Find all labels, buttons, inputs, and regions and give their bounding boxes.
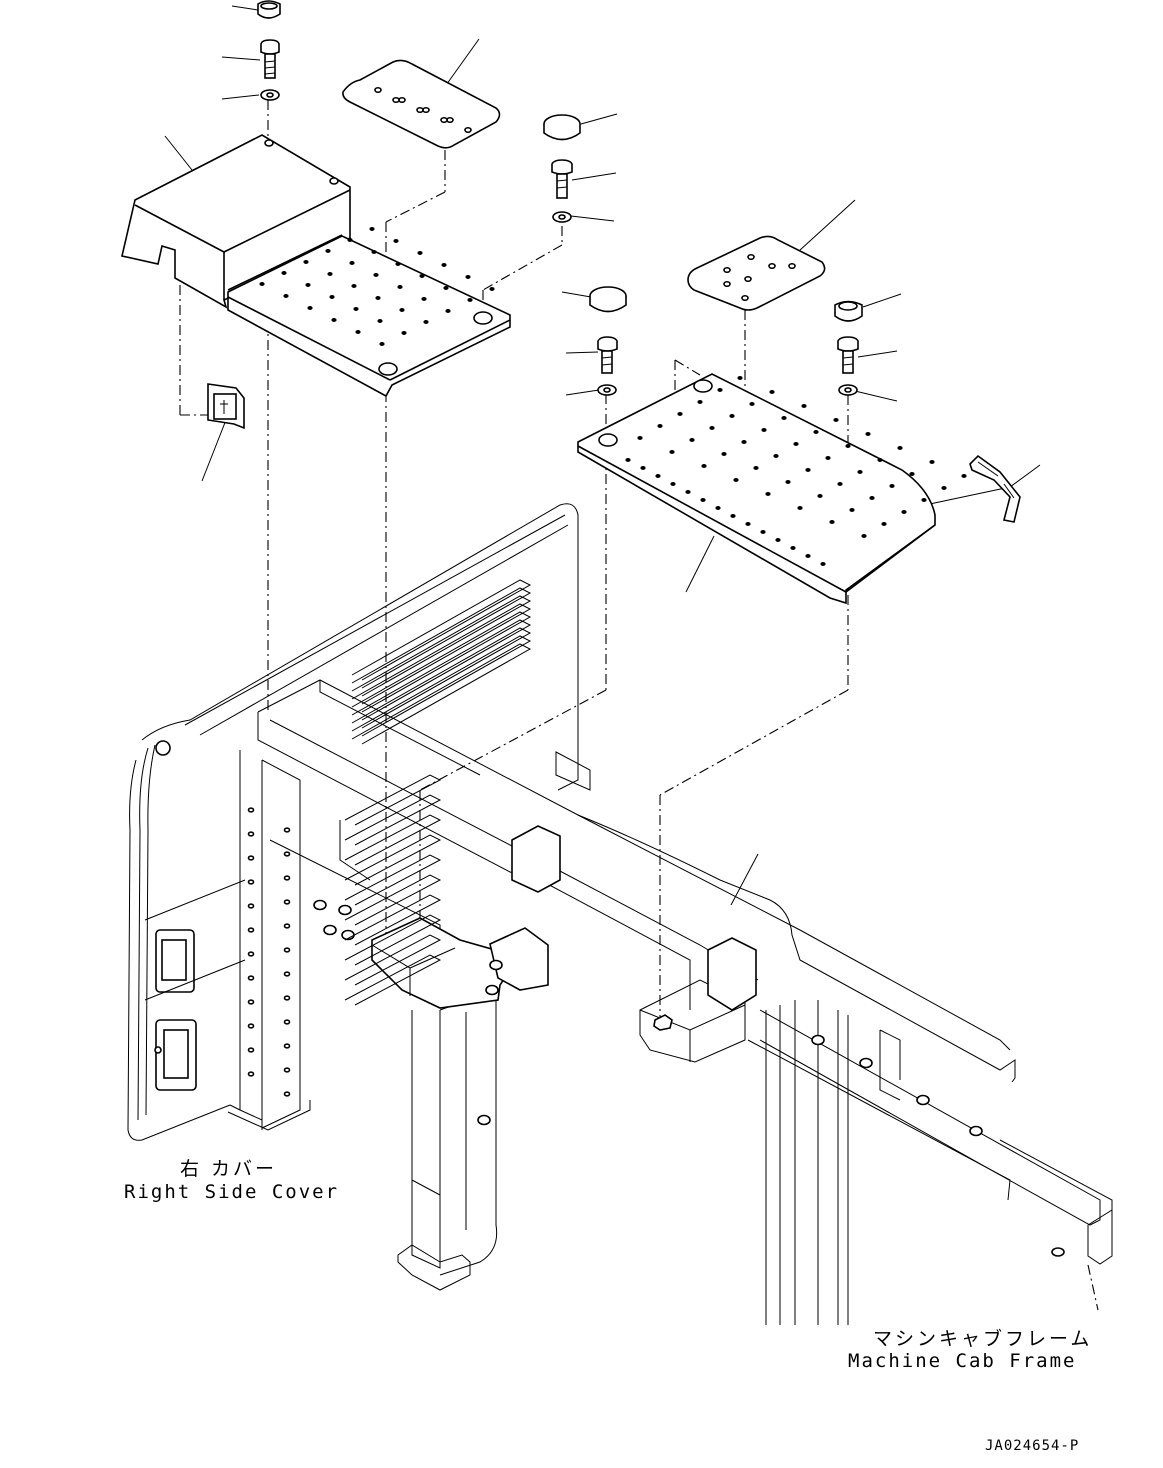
- cap-nut-right: [834, 300, 863, 322]
- washer-right-a: [597, 384, 617, 396]
- bolt-middle: [551, 159, 573, 199]
- cap-nut-top-left: [257, 0, 281, 19]
- left-step-plate: [227, 227, 511, 398]
- right-side-cover-label-jp: 右 カバー: [180, 1158, 278, 1180]
- washer-left: [260, 89, 280, 101]
- rubber-cap-middle: [543, 114, 581, 141]
- right-side-cover-body: [127, 503, 579, 1141]
- machine-cab-frame-label-en: Machine Cab Frame: [848, 1350, 1077, 1372]
- washer-middle: [552, 211, 572, 223]
- machine-cab-frame-label-jp: マシンキャブフレーム: [873, 1328, 1093, 1350]
- bolt-left: [260, 39, 280, 79]
- rubber-cap-right: [589, 286, 627, 313]
- grab-handle: [969, 454, 1021, 523]
- leader-lines: [164, 5, 1041, 906]
- label-plate: [207, 383, 245, 430]
- right-side-cover-label-en: Right Side Cover: [124, 1181, 340, 1203]
- right-pad: [687, 235, 826, 311]
- bolt-right-b: [837, 336, 859, 374]
- top-pad: [342, 59, 501, 149]
- washer-right-b: [838, 384, 858, 396]
- figure-id: JA024654-P: [985, 1438, 1080, 1454]
- bolt-right-a: [597, 336, 618, 374]
- machine-cab-frame: [227, 679, 1113, 1325]
- right-step-plate: [577, 373, 967, 605]
